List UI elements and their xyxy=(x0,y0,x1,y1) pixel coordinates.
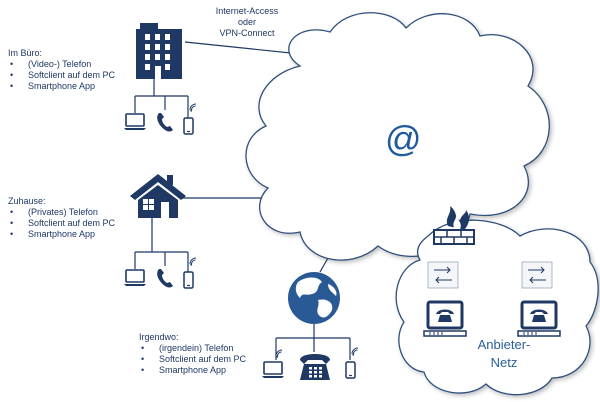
home-item-2: Softclient auf dem PC xyxy=(8,218,115,229)
access-label: Internet-Access oder VPN-Connect xyxy=(205,6,289,39)
globe-icon xyxy=(288,272,340,324)
provider-line-2: Netz xyxy=(490,355,518,370)
home-label: Zuhause: (Privates) Telefon Softclient a… xyxy=(8,196,115,240)
anywhere-item-3: Smartphone App xyxy=(139,365,246,376)
home-title: Zuhause: xyxy=(8,196,46,206)
smartphone-icon xyxy=(183,271,194,289)
switch-icon xyxy=(521,261,553,289)
anywhere-network-lines xyxy=(275,324,351,360)
smartphone-icon xyxy=(183,117,194,135)
office-item-1: (Video-) Telefon xyxy=(8,59,115,70)
anywhere-item-1: (irgendein) Telefon xyxy=(139,343,246,354)
laptop-icon xyxy=(261,361,285,379)
wifi-icon xyxy=(189,257,197,267)
anywhere-item-2: Softclient auf dem PC xyxy=(139,354,246,365)
office-title: Im Büro: xyxy=(8,48,43,58)
desk-phone-icon xyxy=(300,354,330,380)
office-item-3: Smartphone App xyxy=(8,81,115,92)
house-icon xyxy=(130,174,186,218)
home-item-3: Smartphone App xyxy=(8,229,115,240)
access-line-1: Internet-Access xyxy=(215,6,279,16)
office-label: Im Büro: (Video-) Telefon Softclient auf… xyxy=(8,48,115,92)
wifi-icon xyxy=(275,349,283,359)
office-network-lines xyxy=(134,79,189,118)
smartphone-icon xyxy=(345,361,356,379)
office-item-2: Softclient auf dem PC xyxy=(8,70,115,81)
wifi-icon xyxy=(189,103,197,113)
handset-icon xyxy=(157,269,173,288)
home-network-lines xyxy=(134,218,189,272)
server-icon xyxy=(422,300,468,338)
office-building-icon xyxy=(136,23,182,79)
wifi-icon xyxy=(351,347,359,357)
anywhere-title: Irgendwo: xyxy=(139,332,179,342)
anywhere-label: Irgendwo: (irgendein) Telefon Softclient… xyxy=(139,332,246,376)
access-line-2: oder xyxy=(237,17,256,27)
home-item-1: (Privates) Telefon xyxy=(8,207,115,218)
internet-cloud xyxy=(245,12,550,261)
laptop-icon xyxy=(123,269,147,287)
provider-label: Anbieter- Netz xyxy=(454,336,554,372)
handset-icon xyxy=(157,113,173,132)
laptop-icon xyxy=(123,113,147,131)
switch-icon xyxy=(427,261,459,289)
access-line-3: VPN-Connect xyxy=(219,28,275,38)
provider-line-1: Anbieter- xyxy=(477,337,531,352)
server-icon xyxy=(516,300,562,338)
cloud-at-symbol: @ xyxy=(385,118,422,159)
firewall-icon xyxy=(433,206,475,245)
